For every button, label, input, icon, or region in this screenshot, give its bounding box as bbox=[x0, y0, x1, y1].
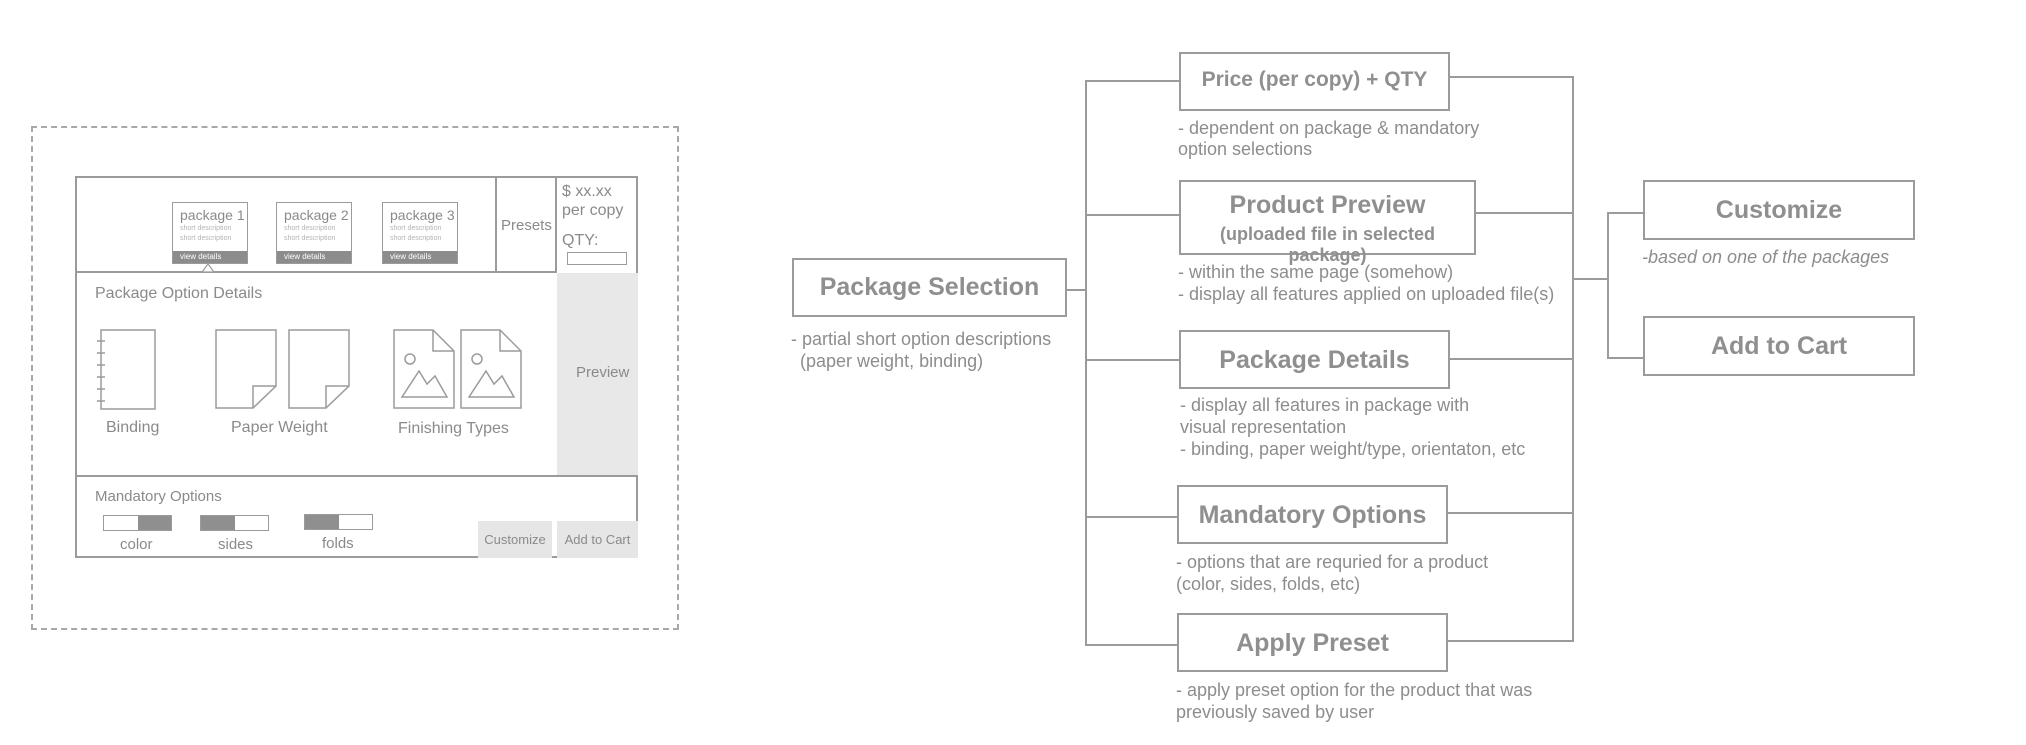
qty-input[interactable] bbox=[567, 252, 627, 265]
binding-label: Binding bbox=[106, 419, 160, 436]
customize-button[interactable]: Customize bbox=[478, 521, 552, 558]
sides-label: sides bbox=[218, 536, 254, 553]
connector-line bbox=[1447, 640, 1574, 642]
color-toggle[interactable] bbox=[103, 515, 172, 531]
connector-line bbox=[1085, 214, 1179, 216]
folds-label: folds bbox=[322, 535, 354, 552]
price-text: $ xx.xx bbox=[562, 183, 612, 200]
package-option-details-title: Package Option Details bbox=[95, 285, 263, 302]
selected-pointer-icon bbox=[202, 264, 214, 272]
preview-label: Preview bbox=[576, 364, 630, 381]
mandatory-options-label: Mandatory Options bbox=[1198, 501, 1427, 529]
product-preview-label: Product Preview bbox=[1229, 191, 1426, 219]
package-details-note: - display all features in package with bbox=[1180, 395, 1470, 415]
connector-line bbox=[1447, 512, 1574, 514]
package-short-description: short description bbox=[390, 235, 442, 242]
price-qty-label: Price (per copy) + QTY bbox=[1201, 68, 1428, 91]
apply-preset-note: previously saved by user bbox=[1176, 702, 1375, 722]
package-selection-box: Package Selection bbox=[792, 258, 1067, 317]
wireframe-frame: package 1 short description short descri… bbox=[75, 176, 638, 558]
package-details-box: Package Details bbox=[1179, 330, 1450, 389]
package-short-description: short description bbox=[180, 225, 232, 232]
package-card-1[interactable]: package 1 short description short descri… bbox=[172, 202, 248, 264]
package-selection-note: - partial short option descriptions bbox=[791, 329, 1052, 349]
paper-weight-label: Paper Weight bbox=[231, 419, 328, 436]
customize-label: Customize bbox=[1715, 196, 1843, 224]
package-short-description: short description bbox=[284, 235, 336, 242]
presets-divider-left bbox=[495, 178, 497, 273]
price-divider-left bbox=[555, 178, 557, 273]
connector-line bbox=[1607, 212, 1643, 214]
mandatory-options-note: (color, sides, folds, etc) bbox=[1176, 574, 1361, 594]
finishing-types-label: Finishing Types bbox=[398, 420, 509, 437]
mandatory-options-note: - options that are requried for a produc… bbox=[1176, 552, 1489, 572]
paper-icon bbox=[288, 329, 350, 409]
left-bus-line bbox=[1085, 80, 1087, 646]
view-details-button[interactable]: view details bbox=[277, 251, 351, 263]
package-details-note: - binding, paper weight/type, orientaton… bbox=[1180, 439, 1526, 459]
presets-button[interactable]: Presets bbox=[501, 217, 552, 234]
add-to-cart-label: Add to Cart bbox=[1710, 332, 1848, 360]
product-preview-sublabel: (uploaded file in selected package) bbox=[1219, 224, 1436, 265]
preview-panel bbox=[557, 273, 638, 475]
folds-toggle[interactable] bbox=[304, 514, 373, 530]
connector-line bbox=[1607, 357, 1643, 359]
apply-preset-box: Apply Preset bbox=[1177, 613, 1448, 672]
connector-line bbox=[1085, 644, 1177, 646]
package-card-2[interactable]: package 2 short description short descri… bbox=[276, 202, 352, 264]
apply-preset-note: - apply preset option for the product th… bbox=[1176, 680, 1533, 700]
color-label: color bbox=[120, 536, 153, 553]
mandatory-divider bbox=[77, 475, 638, 477]
connector-line bbox=[1449, 76, 1574, 78]
product-preview-note: - display all features applied on upload… bbox=[1178, 284, 1555, 304]
binding-icon bbox=[97, 329, 156, 410]
connector-line bbox=[1449, 358, 1574, 360]
mandatory-options-box: Mandatory Options bbox=[1177, 485, 1448, 544]
qty-label: QTY: bbox=[562, 232, 599, 249]
add-to-cart-box: Add to Cart bbox=[1643, 316, 1915, 376]
connector-line bbox=[1085, 359, 1179, 361]
package-details-label: Package Details bbox=[1219, 346, 1410, 374]
price-per-copy-text: per copy bbox=[562, 202, 624, 219]
right-branch-line bbox=[1607, 212, 1609, 358]
package-selection-note: (paper weight, binding) bbox=[800, 351, 984, 371]
package-short-description: short description bbox=[180, 235, 232, 242]
connector-line bbox=[1476, 212, 1574, 214]
package-title: package 2 bbox=[284, 207, 349, 223]
package-short-description: short description bbox=[284, 225, 336, 232]
sides-toggle[interactable] bbox=[200, 515, 269, 531]
connector-line bbox=[1085, 80, 1179, 82]
customize-box: Customize bbox=[1643, 180, 1915, 240]
paper-icon bbox=[215, 329, 277, 409]
wireframe-outer-border bbox=[31, 126, 679, 630]
product-preview-note: - within the same page (somehow) bbox=[1178, 262, 1454, 282]
image-file-icon bbox=[393, 329, 455, 409]
view-details-button[interactable]: view details bbox=[383, 251, 457, 263]
product-preview-box: Product Preview (uploaded file in select… bbox=[1179, 180, 1476, 265]
price-qty-note: option selections bbox=[1178, 139, 1313, 159]
connector-line bbox=[1572, 278, 1608, 280]
package-title: package 1 bbox=[180, 207, 245, 223]
price-qty-note: - dependent on package & mandatory bbox=[1178, 118, 1480, 138]
package-details-note: visual representation bbox=[1180, 417, 1347, 437]
image-file-icon bbox=[460, 329, 522, 409]
package-card-3[interactable]: package 3 short description short descri… bbox=[382, 202, 458, 264]
mandatory-options-title: Mandatory Options bbox=[95, 488, 222, 505]
customize-note: -based on one of the packages bbox=[1642, 247, 1890, 267]
package-title: package 3 bbox=[390, 207, 455, 223]
apply-preset-label: Apply Preset bbox=[1236, 629, 1389, 657]
add-to-cart-button[interactable]: Add to Cart bbox=[557, 521, 638, 558]
package-selection-label: Package Selection bbox=[819, 273, 1040, 301]
price-qty-box: Price (per copy) + QTY bbox=[1179, 52, 1450, 111]
top-row-divider bbox=[77, 271, 555, 273]
connector-line bbox=[1067, 289, 1086, 291]
package-short-description: short description bbox=[390, 225, 442, 232]
view-details-button[interactable]: view details bbox=[173, 251, 247, 263]
connector-line bbox=[1085, 516, 1177, 518]
